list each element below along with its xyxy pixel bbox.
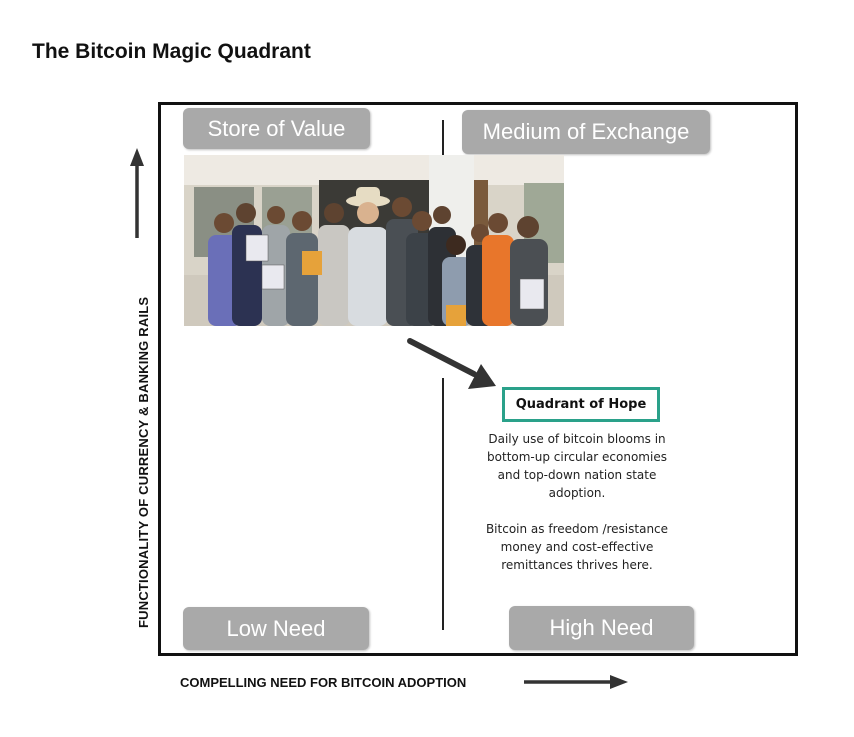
- x-axis-arrow: [524, 675, 628, 689]
- pointer-arrow: [410, 341, 496, 389]
- y-axis-arrow: [130, 148, 144, 238]
